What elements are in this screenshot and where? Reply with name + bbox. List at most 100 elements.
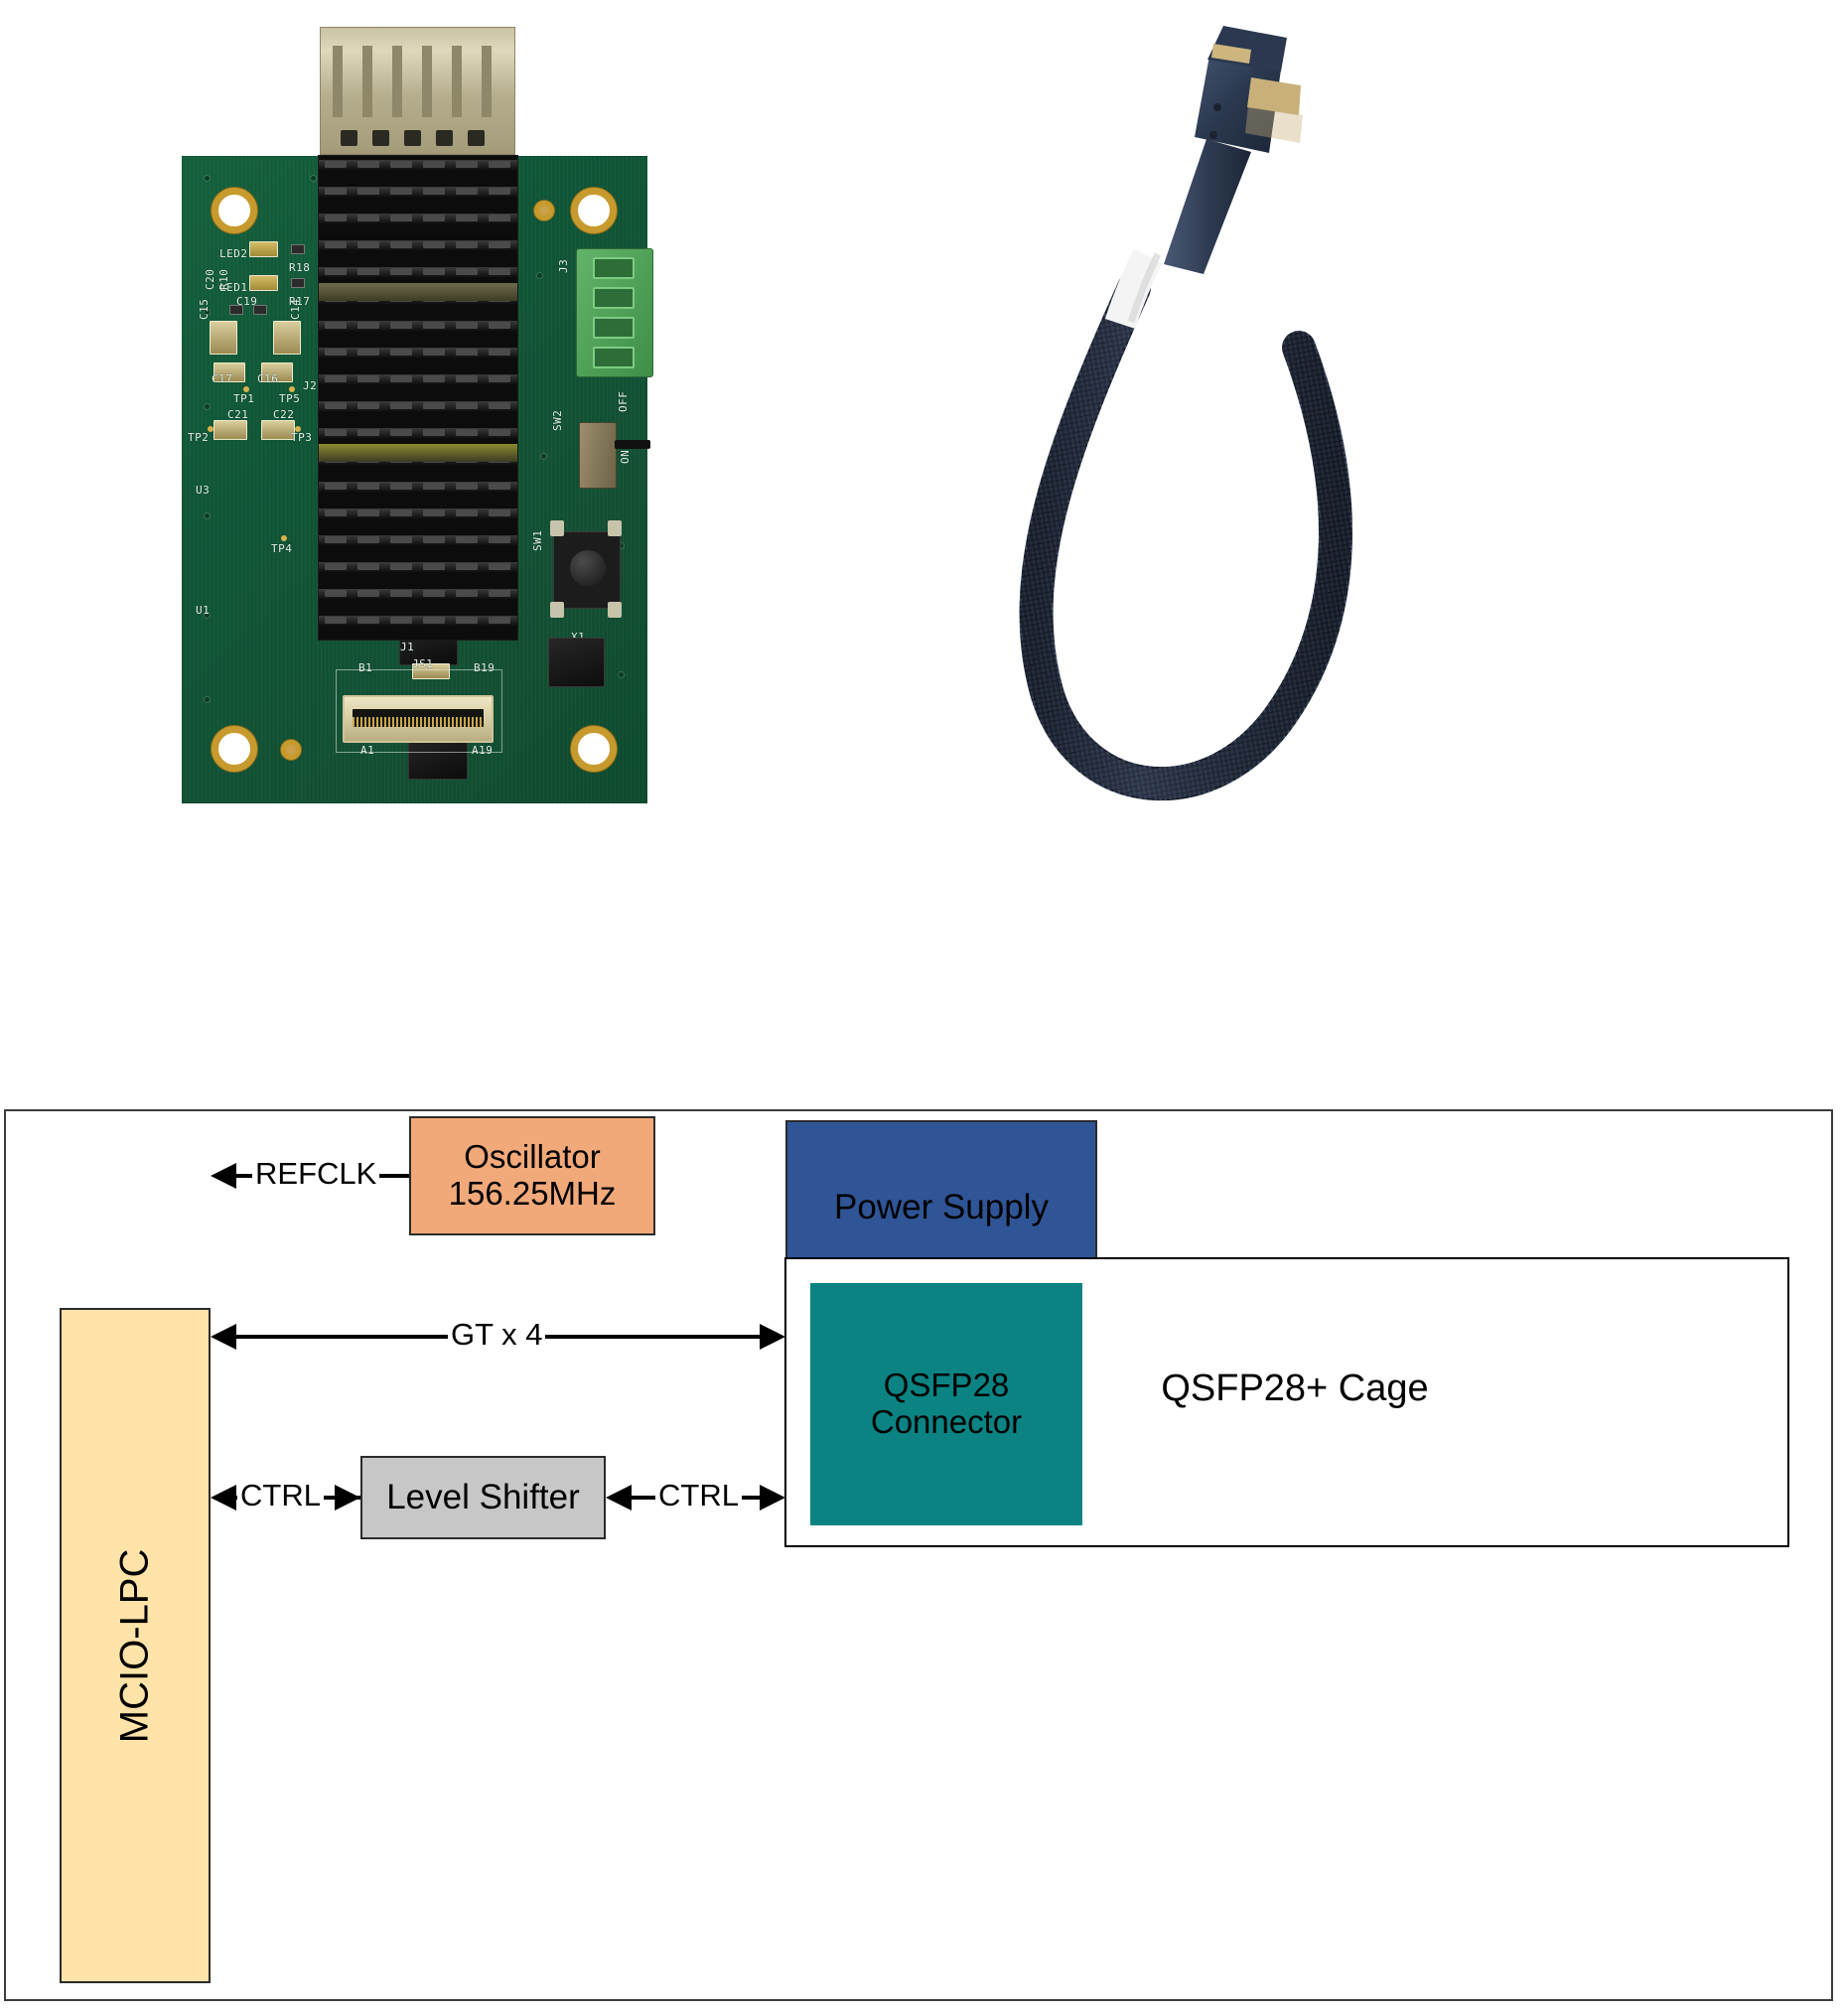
heatsink-tab xyxy=(489,563,510,570)
heatsink-tab xyxy=(357,188,379,195)
qsfp28-cage-metal-shell xyxy=(320,27,515,155)
cage-window xyxy=(468,130,485,146)
silkscreen-c17: C17 xyxy=(212,372,233,385)
gt-arrowhead-left xyxy=(211,1324,236,1350)
heatsink-tab xyxy=(489,241,510,248)
test-pad-upper xyxy=(534,201,554,220)
heatsink-fin xyxy=(319,160,517,170)
heatsink-tab xyxy=(423,188,445,195)
heatsink-tab xyxy=(390,429,412,436)
heatsink-tab xyxy=(456,590,478,597)
qsfp28-heatsink xyxy=(318,155,518,641)
heatsink-band xyxy=(319,444,517,462)
test-pad-lower xyxy=(281,740,301,760)
heatsink-fin xyxy=(319,508,517,518)
heatsink-tab xyxy=(423,322,445,329)
heatsink-tab xyxy=(489,429,510,436)
heatsink-fin xyxy=(319,214,517,223)
heatsink-tab xyxy=(390,483,412,490)
heatsink-tab xyxy=(456,161,478,168)
silkscreen-tp1: TP1 xyxy=(233,392,255,405)
led1-indicator xyxy=(249,275,278,291)
heatsink-fin xyxy=(319,401,517,411)
j3-pin xyxy=(593,287,635,309)
capacitor-c21 xyxy=(213,420,247,440)
heatsink-tab xyxy=(357,429,379,436)
qsfp28-cage-label: QSFP28+ Cage xyxy=(1161,1368,1429,1409)
heatsink-tab xyxy=(325,563,347,570)
silkscreen-r17: R17 xyxy=(289,295,311,308)
oscillator-x1 xyxy=(548,638,605,687)
heatsink-tab xyxy=(357,215,379,221)
heatsink-tab xyxy=(390,617,412,624)
heatsink-tab xyxy=(423,375,445,382)
ctrl-right-arrowhead-left xyxy=(606,1485,632,1511)
silkscreen-off: OFF xyxy=(617,390,630,412)
js1-silk-outline xyxy=(336,669,502,753)
heatsink-tab xyxy=(325,241,347,248)
resistor-r18 xyxy=(291,244,305,254)
block-level-shifter[interactable]: Level Shifter xyxy=(360,1456,606,1539)
refclk-arrowhead xyxy=(211,1163,236,1189)
heatsink-tab xyxy=(325,268,347,275)
sw1-lead xyxy=(550,602,564,618)
heatsink-tab xyxy=(489,536,510,543)
block-qsfp28-connector[interactable]: QSFP28 Connector xyxy=(810,1283,1082,1525)
heatsink-tab xyxy=(489,509,510,516)
heatsink-fin xyxy=(319,348,517,358)
silkscreen-u1: U1 xyxy=(196,604,211,617)
silkscreen-c21: C21 xyxy=(227,408,249,421)
sw2-lever[interactable] xyxy=(615,440,650,449)
heatsink-tab xyxy=(390,375,412,382)
heatsink-tab xyxy=(325,590,347,597)
cage-slot xyxy=(333,46,343,117)
heatsink-tab xyxy=(390,215,412,221)
capacitor-c16 xyxy=(261,362,293,382)
heatsink-tab xyxy=(489,617,510,624)
heatsink-tab xyxy=(489,375,510,382)
ctrl-left-arrowhead-left xyxy=(211,1485,236,1511)
heatsink-tab xyxy=(357,509,379,516)
heatsink-tab xyxy=(456,483,478,490)
silkscreen-on: ON xyxy=(619,449,632,464)
tactile-button-sw1[interactable] xyxy=(550,520,622,618)
heatsink-tab xyxy=(325,215,347,221)
block-mcio-lpc[interactable]: MCIO-LPC xyxy=(60,1308,211,1983)
sw1-plunger[interactable] xyxy=(570,550,606,586)
heatsink-tab xyxy=(423,268,445,275)
heatsink-tab xyxy=(423,402,445,409)
cage-window xyxy=(436,130,453,146)
block-qsfp28-cage[interactable]: QSFP28 Connector xyxy=(784,1257,1789,1547)
heatsink-tab xyxy=(423,215,445,221)
ctrl-left-arrowhead-right xyxy=(335,1485,360,1511)
silkscreen-c14: C14 xyxy=(289,298,302,320)
heatsink-tab xyxy=(390,509,412,516)
heatsink-tab xyxy=(357,268,379,275)
slide-switch-sw2[interactable] xyxy=(579,422,617,489)
cable-connector-key xyxy=(1211,44,1251,64)
cable-label-shade xyxy=(1127,252,1162,324)
testpoint-tp2 xyxy=(208,426,213,432)
via xyxy=(205,404,210,409)
heatsink-tab xyxy=(390,322,412,329)
silkscreen-j3: J3 xyxy=(557,258,570,273)
block-oscillator[interactable]: Oscillator 156.25MHz xyxy=(409,1116,655,1235)
silkscreen-b19: B19 xyxy=(474,661,496,674)
cable-connector-detent xyxy=(1213,103,1221,111)
heatsink-tab xyxy=(357,483,379,490)
cable-label-sleeve xyxy=(1104,248,1163,330)
cage-slot xyxy=(422,46,432,117)
heatsink-band xyxy=(319,283,517,301)
capacitor-c22 xyxy=(261,420,295,440)
heatsink-tab xyxy=(489,590,510,597)
capacitor-c19 xyxy=(253,305,267,315)
silkscreen-j2: J2 xyxy=(303,379,318,392)
capacitor-c15 xyxy=(210,321,237,355)
heatsink-tab xyxy=(325,483,347,490)
silkscreen-r18: R18 xyxy=(289,261,311,274)
heatsink-tab xyxy=(325,349,347,356)
via xyxy=(205,310,210,315)
mcio-lpc-label: MCIO-LPC xyxy=(112,1548,157,1743)
ctrl-left-label: CTRL xyxy=(237,1478,324,1513)
